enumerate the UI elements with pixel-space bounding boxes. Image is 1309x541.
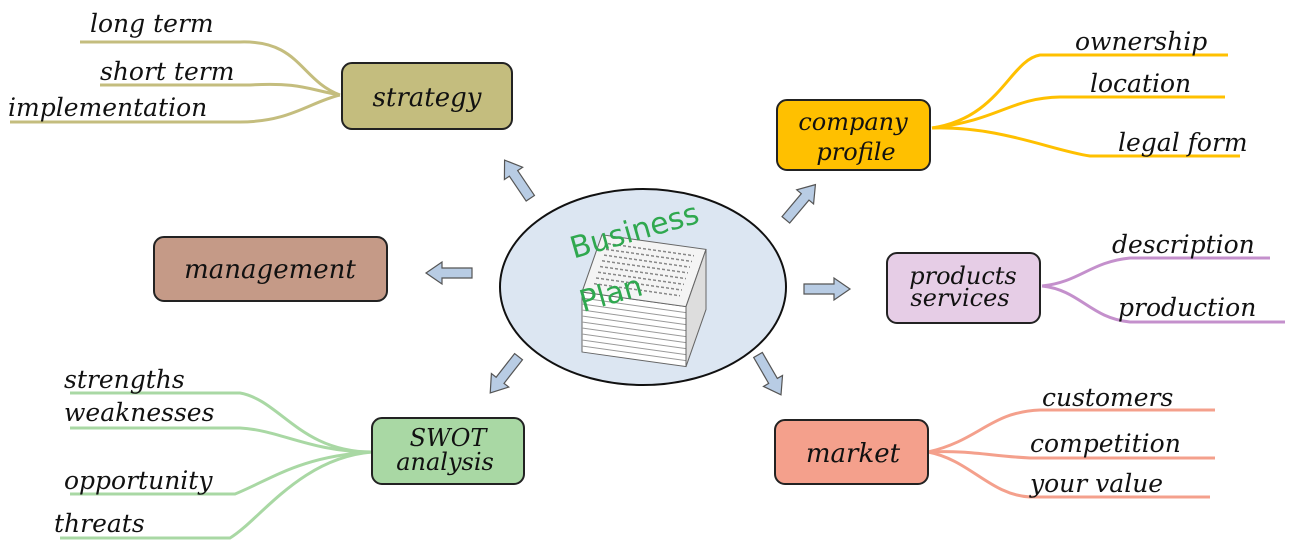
branch-description [1041,256,1270,288]
leaf-ownership: ownership [1075,27,1207,56]
leaf-your-value: your value [1029,469,1163,498]
branch-weaknesses [70,426,373,454]
swot-node[interactable]: SWOT analysis [371,417,525,485]
branch-customers [927,408,1215,454]
products-services-node[interactable]: products services [886,252,1041,324]
leaf-long-term: long term [90,9,214,38]
strategy-branches [10,40,341,124]
company-profile-branches [931,53,1240,158]
branch-production [1041,284,1285,324]
company-profile-label-line1: company [798,108,908,136]
swot-box[interactable] [371,417,525,485]
branch-short-term [100,82,341,97]
branch-implementation [10,93,341,124]
management-label: management [184,255,356,285]
branch-opportunity [70,450,373,496]
market-node[interactable]: market [774,419,929,485]
arrow-to-company-profile [781,183,817,224]
swot-branches [60,391,373,540]
market-branches [927,408,1215,499]
leaf-customers: customers [1042,383,1173,412]
leaf-legal-form: legal form [1118,128,1248,157]
leaf-threats: threats [54,509,145,538]
management-node[interactable]: management [153,236,388,302]
products-branches [1041,256,1285,324]
products-services-leaves: description production [1112,230,1256,322]
strategy-label: strategy [373,83,482,113]
strategy-box[interactable] [341,62,513,130]
leaf-short-term: short term [100,57,234,86]
leaf-production: production [1118,293,1256,322]
products-services-box[interactable] [886,252,1041,324]
strategy-node[interactable]: strategy [341,62,513,130]
swot-label-line2: analysis [396,448,494,476]
company-profile-leaves: ownership location legal form [1075,27,1248,157]
arrow-to-swot [489,352,524,394]
arrows [424,159,852,396]
products-services-label-line1: products [909,262,1017,290]
company-profile-label-line2: profile [816,138,895,166]
branch-competition [927,450,1215,460]
arrow-to-management [424,260,473,286]
branch-your-value [927,450,1210,499]
arrow-to-market [752,351,784,396]
market-label: market [806,439,901,469]
leaf-location: location [1090,69,1191,98]
company-profile-node[interactable]: company profile [776,99,931,171]
products-services-label-line2: services [910,284,1009,312]
market-leaves: customers competition your value [1029,383,1181,498]
leaf-weaknesses: weaknesses [64,398,214,427]
leaf-strengths: strengths [64,365,185,394]
swot-leaves: strengths weaknesses opportunity threats [54,365,214,538]
branch-legal-form [931,126,1240,158]
arrow-to-products-services [803,276,852,302]
company-profile-box[interactable] [776,99,931,171]
leaf-competition: competition [1030,429,1181,458]
leaf-implementation: implementation [8,93,207,122]
branch-location [931,95,1225,130]
branch-long-term [80,40,341,97]
management-box[interactable] [153,236,388,302]
document-stack-icon [581,234,707,368]
arrow-to-strategy [503,159,536,202]
center-node: Business Plan [499,188,787,386]
swot-label-line1: SWOT [410,424,489,452]
branch-threats [60,450,373,540]
strategy-leaves: long term short term implementation [8,9,234,122]
leaf-description: description [1112,230,1255,259]
market-box[interactable] [774,419,929,485]
leaf-opportunity: opportunity [64,466,213,495]
branch-ownership [931,53,1228,130]
